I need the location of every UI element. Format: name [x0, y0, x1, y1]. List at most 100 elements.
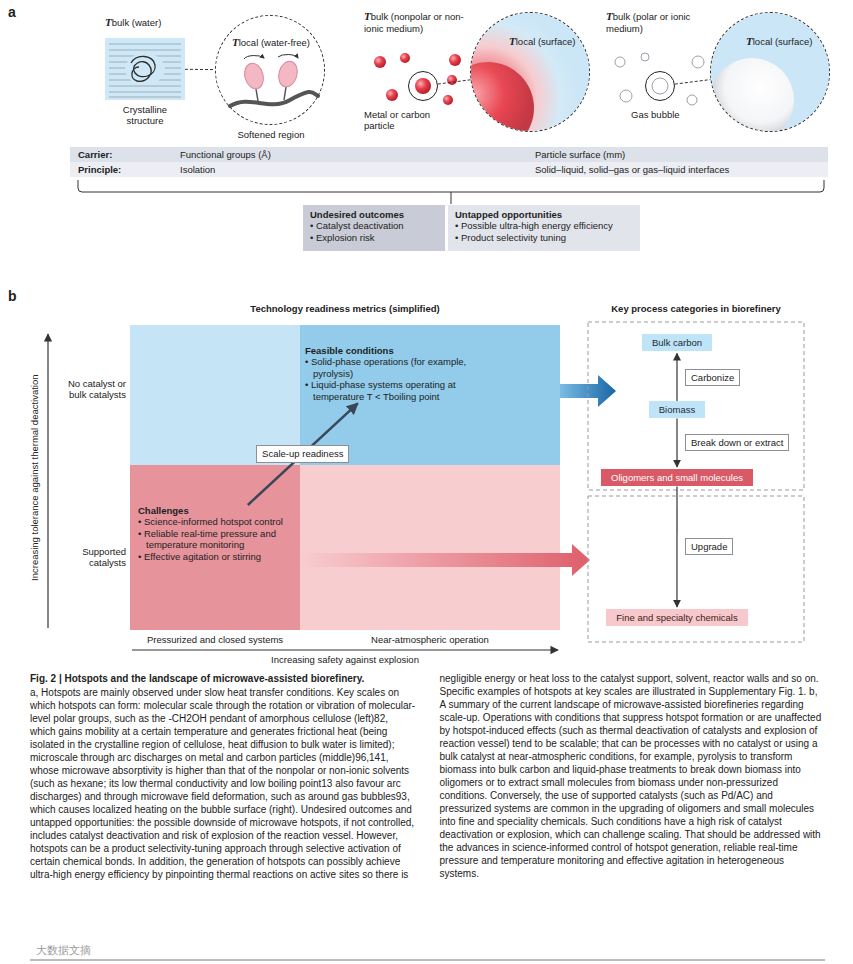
node-text: Crystalline structure	[110, 104, 180, 127]
edge-label: Break down or extract	[685, 434, 789, 451]
opportunity-box: Untapped opportunities• Possible ultra-h…	[448, 205, 640, 251]
bubble-surface	[710, 58, 794, 142]
crystalline-cellulose	[105, 38, 185, 100]
gas-bubbles	[652, 78, 668, 94]
arrow-connector	[676, 353, 677, 401]
label-text: Particle surface (mm)	[535, 149, 625, 160]
bulk-water-box: Tbulk (water)Crystalline structure	[105, 38, 185, 100]
label-text: Pressurized and closed systems	[147, 634, 283, 645]
softened-region	[256, 89, 258, 101]
quadrant-chart	[130, 325, 616, 630]
softened-region	[284, 87, 286, 100]
heading: Untapped opportunities	[455, 209, 633, 220]
scale-table	[70, 162, 828, 177]
metal-particles	[386, 89, 398, 101]
figure-caption: a, Hotspots are mainly observed under sl…	[30, 672, 825, 881]
softened-region	[230, 55, 318, 106]
panel-letter: a	[8, 4, 16, 21]
bullet-item: • Product selectivity tuning	[455, 232, 633, 243]
bullet-item: • Solid-phase operations (for example, p…	[305, 356, 475, 379]
metal-particles	[374, 53, 461, 105]
zoom-line	[675, 80, 711, 85]
label-text: Key process categories in biorefinery	[611, 303, 780, 314]
crystalline-cellulose	[109, 92, 181, 93]
metal-particles	[443, 95, 453, 105]
axis-arrow	[132, 649, 558, 650]
quadrant-text: Feasible conditions• Solid-phase operati…	[305, 345, 475, 402]
softened-region	[230, 92, 318, 106]
node-text: Metal or carbon particle	[364, 109, 444, 132]
process-box: Oligomers and small molecules	[601, 469, 753, 486]
quadrant-chart	[130, 465, 300, 630]
softened-region	[278, 55, 298, 58]
arrow-connector	[248, 403, 358, 505]
process-region	[588, 496, 804, 642]
quadrant-chart	[300, 465, 560, 630]
axis-arrow	[48, 334, 558, 650]
gas-bubbles	[620, 90, 632, 102]
zoom-circle: Tlocal (water-free)Softened region	[215, 15, 325, 125]
bullet-item: • Possible ultra-high energy efficiency	[455, 220, 633, 231]
particle-surface-glow	[442, 13, 589, 154]
bullet-item: • Science-informed hotspot control	[138, 516, 296, 527]
node-text: Gas bubble	[631, 109, 680, 120]
label-text: Functional groups (Å)	[180, 149, 271, 160]
label-text: Increasing safety against explosion	[271, 654, 419, 665]
metal-particles	[415, 78, 431, 94]
label-text: Technology readiness metrics (simplified…	[250, 303, 439, 314]
gas-bubbles	[615, 53, 704, 105]
rule	[30, 960, 825, 961]
node-text: Bulk carbon	[652, 337, 702, 348]
zoom-circle: Tlocal (surface)	[710, 12, 830, 132]
gas-bubbles	[615, 57, 625, 67]
crystalline-cellulose	[131, 56, 155, 81]
bubble-surface	[710, 58, 794, 142]
crystalline-cellulose	[109, 44, 181, 45]
figure-title: Fig. 2 | Hotspots and the landscape of m…	[30, 672, 416, 685]
bracket	[78, 180, 824, 204]
edge-label: Scale-up readiness	[256, 445, 349, 462]
node-text: Tlocal (water-free)	[216, 36, 326, 49]
zoom-circle: Tlocal (surface)	[470, 12, 590, 132]
crystalline-cellulose	[109, 86, 181, 87]
particle-surface-glow	[442, 62, 534, 154]
arrow-connector	[676, 418, 677, 467]
caption-block: Fig. 2 | Hotspots and the landscape of m…	[30, 672, 825, 881]
node-text: Oligomers and small molecules	[611, 472, 743, 483]
metal-particles	[400, 53, 410, 63]
crystalline-cellulose	[109, 97, 181, 98]
bracket	[451, 192, 452, 204]
crystalline-cellulose	[109, 50, 181, 51]
node-text: Tlocal (surface)	[746, 35, 812, 48]
zoom-line	[438, 80, 471, 84]
outcome-box: Undesired outcomes• Catalyst deactivatio…	[303, 205, 445, 251]
panel-letter: b	[8, 288, 17, 305]
axis-arrow	[47, 334, 48, 628]
particle-focus: Tbulk (nonpolar or non-ionic medium)Meta…	[408, 71, 438, 101]
arrow-connector	[676, 486, 677, 607]
metal-particles	[449, 54, 461, 66]
bullet-item: • Catalyst deactivation	[310, 220, 438, 231]
metal-particles	[374, 56, 386, 68]
node-text: Tbulk (polar or ionic medium)	[606, 10, 706, 35]
bubble-focus: Tbulk (polar or ionic medium)Gas bubble	[645, 71, 675, 101]
bracket	[78, 180, 824, 192]
node-text: Tlocal (surface)	[509, 35, 575, 48]
label-text: No catalyst or bulk catalysts	[58, 378, 126, 401]
zoom-line	[185, 69, 215, 70]
label-text: 大数据文摘	[36, 944, 91, 957]
gas-bubbles	[641, 53, 649, 61]
gas-bubbles	[692, 56, 704, 68]
axis-label: Increasing tolerance against thermal dea…	[28, 375, 39, 581]
metal-particles	[447, 75, 457, 85]
label-text: Near-atmospheric operation	[371, 634, 489, 645]
softened-region	[276, 59, 300, 89]
node-text: Biomass	[659, 404, 695, 415]
bullet-item: • Explosion risk	[310, 232, 438, 243]
crystalline-cellulose	[109, 44, 181, 97]
process-box: Fine and specialty chemicals	[606, 609, 747, 626]
edge-label: Carbonize	[685, 369, 740, 386]
crystalline-cellulose	[125, 53, 165, 85]
quadrant-text: Challenges• Science-informed hotspot con…	[138, 505, 296, 562]
crystalline-cellulose	[105, 38, 185, 100]
